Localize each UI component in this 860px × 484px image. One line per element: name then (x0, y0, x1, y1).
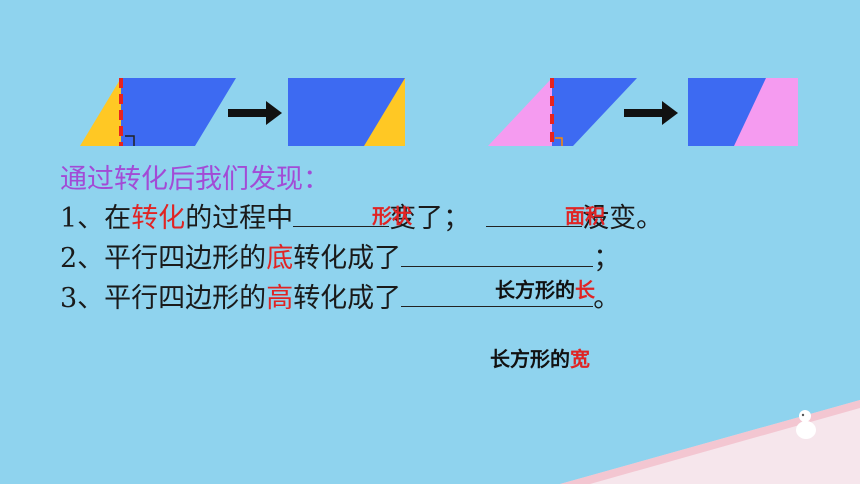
blank-1a (293, 200, 390, 227)
statement-2: 2、平行四边形的底转化成了； (60, 240, 620, 277)
left-rectangle (288, 78, 405, 146)
left-parallelogram (80, 78, 236, 146)
right-angle-mark (125, 135, 135, 146)
arrow-right (624, 101, 678, 125)
yellow-triangle (80, 78, 121, 146)
intro-text: 通过转化后我们发现： (60, 164, 330, 195)
right-parallelogram (488, 78, 637, 146)
blank-1b (486, 200, 583, 227)
corner-decoration (560, 400, 860, 484)
statement-1: 1、在转化的过程中变了；没变。 (60, 200, 663, 237)
right-rectangle (688, 78, 798, 146)
answer-area: 面积 (565, 204, 605, 228)
blank-3 (401, 280, 594, 307)
answer-shape: 形状 (372, 204, 412, 228)
snow-figure-icon (796, 421, 816, 439)
answer-width: 长方形的宽 (490, 347, 590, 371)
blank-2 (401, 240, 594, 267)
statement-3: 3、平行四边形的高转化成了。 (60, 280, 620, 317)
arrow-left (228, 101, 282, 125)
blue-body (121, 78, 236, 146)
answer-length: 长方形的长 (495, 278, 595, 302)
